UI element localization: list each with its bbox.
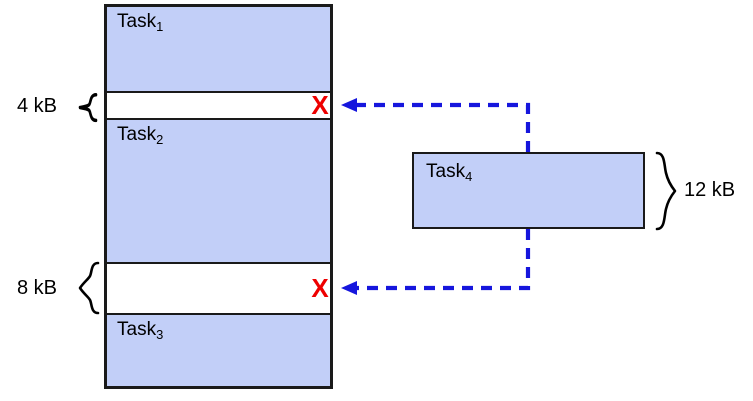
arrow-to-4kb-head <box>341 98 357 112</box>
incoming-task4-label: Task4 <box>426 161 473 184</box>
brace-8kb <box>78 261 100 315</box>
memory-block-task2-label: Task2 <box>117 124 164 147</box>
memory-block-task1-label: Task1 <box>117 11 164 34</box>
brace-4kb <box>78 92 98 123</box>
arrow-to-4kb-line <box>352 102 531 152</box>
size-label-8kb: 8 kB <box>17 277 58 299</box>
memory-free-block-4kb <box>107 93 330 118</box>
brace-12kb <box>655 151 677 231</box>
memory-block-task3-label: Task3 <box>117 319 164 342</box>
arrow-to-8kb-head <box>341 281 357 295</box>
memory-block-task1: Task1 <box>107 7 330 93</box>
memory-block-task2: Task2 <box>107 118 330 264</box>
reject-x-icon-8kb: X <box>311 273 329 303</box>
size-label-12kb: 12 kB <box>684 179 736 201</box>
size-label-4kb: 4 kB <box>17 95 58 117</box>
incoming-task4-box: Task4 <box>412 152 645 229</box>
reject-x-icon-4kb: X <box>311 90 329 120</box>
arrow-to-8kb-line <box>352 229 531 291</box>
memory-free-block-8kb <box>107 264 330 313</box>
memory-block-task3: Task3 <box>107 313 330 386</box>
memory-column: Task1 Task2 Task3 <box>104 4 333 389</box>
